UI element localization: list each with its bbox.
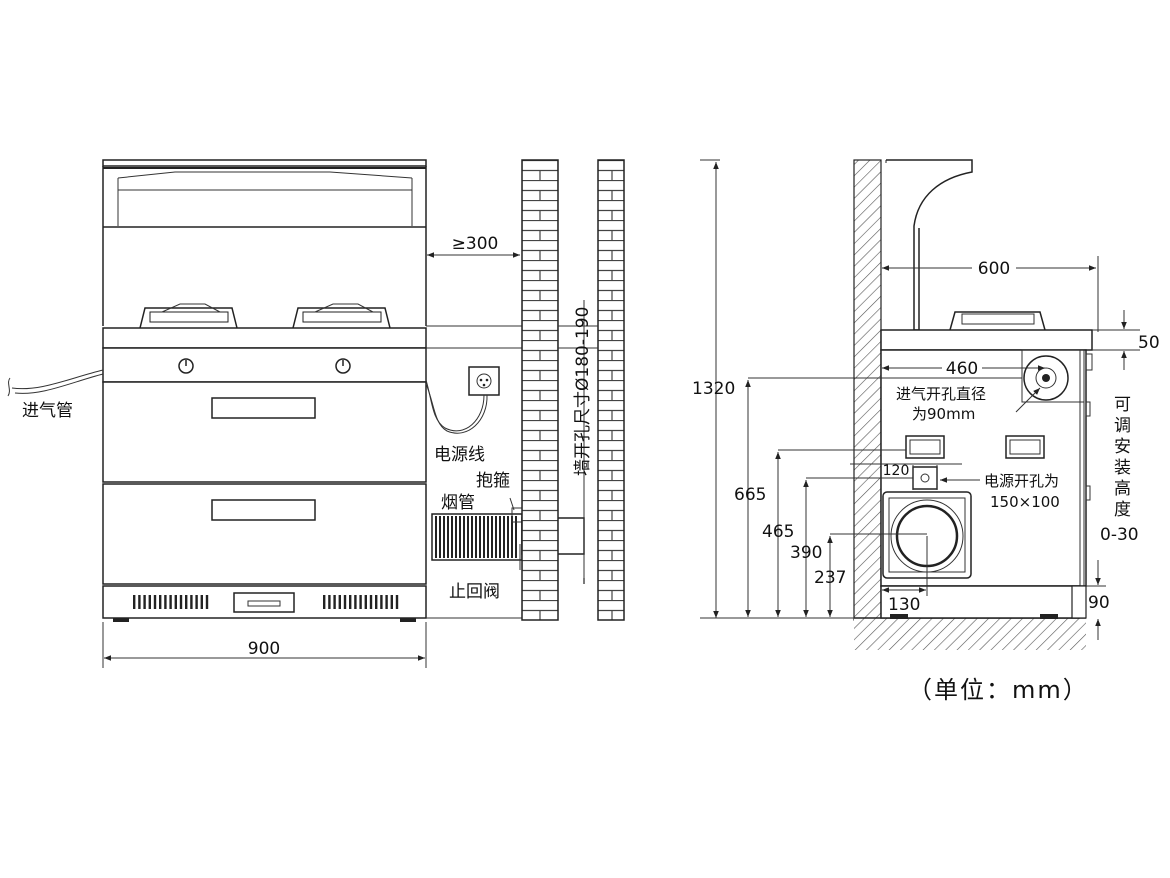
vent-slot	[380, 595, 383, 609]
dim-120: 120	[883, 463, 910, 479]
burner-left	[139, 303, 238, 329]
vent-slot	[148, 595, 151, 609]
vent-slot	[323, 595, 326, 609]
vent-slot	[385, 595, 388, 609]
front-view: 进气管 900 ≥300 电源线 抱箍 烟管 止回阀	[7, 159, 625, 668]
inlet-hole-label-2: 为90mm	[912, 405, 975, 423]
lower-drawer	[102, 483, 427, 585]
dim-90: 90	[1088, 593, 1110, 613]
lower-drawer-handle	[211, 499, 316, 521]
vent-slot	[369, 595, 373, 609]
wall-socket	[468, 366, 500, 396]
foot-left	[113, 618, 129, 622]
clamp-label: 抱箍	[476, 471, 510, 491]
upper-drawer	[102, 381, 427, 483]
vent-slot	[190, 595, 193, 609]
side-burner	[949, 311, 1046, 331]
dim-237: 237	[814, 568, 846, 588]
side-view: 进气开孔直径 为90mm 460 600 50 120 电源开孔为 150×10…	[692, 159, 1160, 650]
adjustable-height-label: 可调安装高度	[1114, 395, 1131, 520]
dim-460: 460	[946, 359, 978, 379]
adjustable-range: 0-30	[1100, 525, 1139, 545]
vent-slot	[169, 595, 172, 609]
dim-390: 390	[790, 543, 822, 563]
side-handle-right	[1005, 435, 1045, 459]
cooktop-panel	[102, 327, 427, 349]
wall-hole-label: 墙开孔尺寸Ø180-190	[573, 307, 593, 476]
vent-slot	[338, 595, 341, 609]
burner-right	[292, 303, 391, 329]
vent-slot	[349, 595, 352, 609]
display-inner	[247, 600, 281, 607]
vent-slot	[143, 595, 146, 609]
vent-slot	[364, 595, 367, 609]
upper-drawer-handle	[211, 397, 316, 419]
brick-wall-right	[597, 159, 625, 621]
vent-slot	[185, 595, 188, 609]
vent-right	[323, 595, 399, 609]
vent-slot	[395, 595, 399, 609]
power-cord-label: 电源线	[434, 445, 485, 465]
side-cooktop	[880, 329, 1093, 351]
vent-slot	[333, 595, 336, 609]
inlet-hole-label-1: 进气开孔直径	[896, 385, 986, 403]
floor	[854, 618, 1086, 650]
flue-pipe-label: 烟管	[441, 493, 475, 513]
hood-profile	[886, 159, 973, 331]
vent-slot	[200, 595, 203, 609]
hood	[102, 159, 427, 326]
vent-slot	[133, 595, 136, 609]
vent-slot	[195, 595, 198, 609]
vent-slot	[164, 595, 167, 609]
power-hole-label-2: 150×100	[990, 493, 1060, 511]
control-panel	[102, 347, 427, 383]
vent-slot	[375, 595, 378, 609]
vent-slot	[174, 595, 177, 609]
power-hole	[912, 466, 938, 490]
dim-130: 130	[888, 595, 920, 615]
vent-slot	[359, 595, 362, 609]
side-wall	[853, 159, 882, 621]
unit-note: （单位：mm）	[908, 676, 1089, 704]
knob-left	[178, 358, 194, 374]
brick-wall-left	[521, 159, 559, 621]
width-dim-900: 900	[248, 639, 280, 659]
vent-slot	[159, 595, 162, 609]
dim-1320: 1320	[692, 379, 735, 399]
clearance-dim: ≥300	[452, 234, 499, 254]
foot-right	[400, 618, 416, 622]
gas-inlet-label: 进气管	[22, 401, 73, 421]
vent-slot	[153, 595, 157, 609]
knob-right	[335, 358, 351, 374]
dim-465: 465	[762, 522, 794, 542]
side-handle-left	[905, 435, 945, 459]
vent-slot	[205, 595, 209, 609]
dim-600: 600	[978, 259, 1010, 279]
vent-slot	[390, 595, 393, 609]
check-valve-label: 止回阀	[449, 582, 500, 602]
gas-inlet-pipe	[11, 369, 104, 390]
dim-665: 665	[734, 485, 766, 505]
power-hole-label-1: 电源开孔为	[984, 472, 1059, 490]
vent-slot	[179, 595, 183, 609]
vent-slot	[354, 595, 357, 609]
flue-pipe	[431, 513, 523, 561]
vent-left	[133, 595, 209, 609]
dim-50: 50	[1138, 333, 1160, 353]
vent-slot	[328, 595, 331, 609]
vent-slot	[138, 595, 141, 609]
vent-slot	[343, 595, 347, 609]
display-window	[233, 592, 295, 613]
